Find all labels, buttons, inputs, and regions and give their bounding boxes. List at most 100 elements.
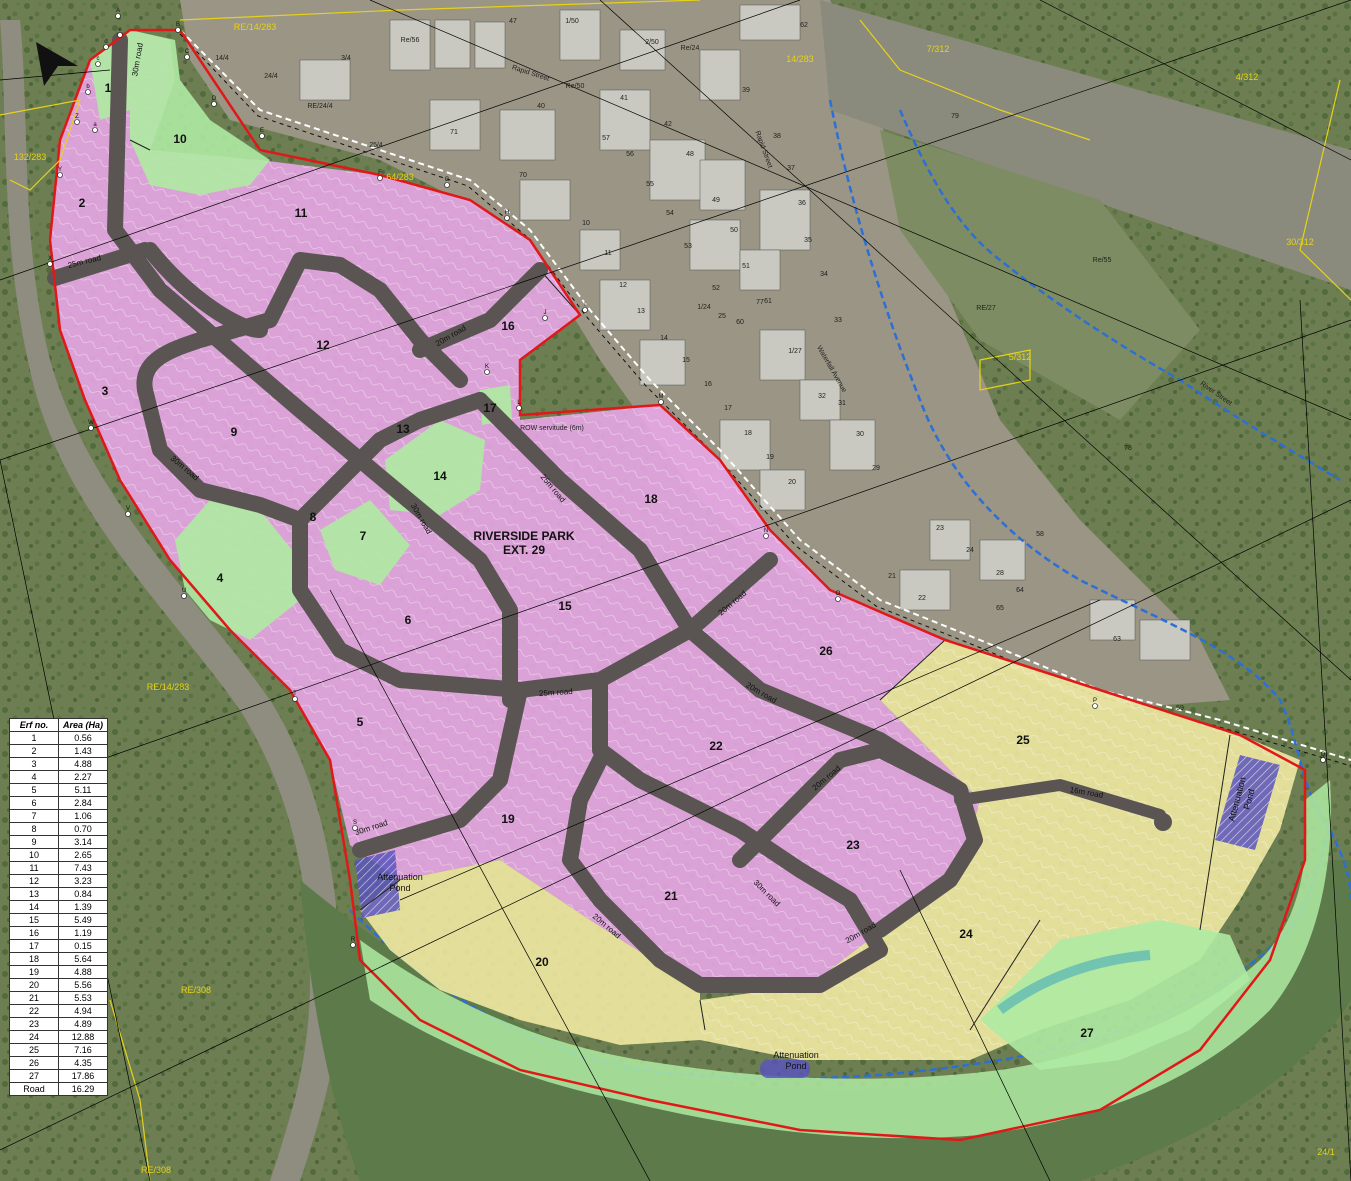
boundary-point-marker <box>350 942 356 948</box>
boundary-point-label: W <box>88 420 94 426</box>
erf-area-cell: 1.19 <box>58 926 108 940</box>
erf-label: 23 <box>846 838 860 852</box>
business-lot-label: 14/4 <box>215 55 229 62</box>
table-header: Area (Ha) <box>58 718 108 732</box>
boundary-point-label: E <box>260 128 264 134</box>
boundary-point-label: Q <box>1321 752 1326 758</box>
business-lot-label: 57 <box>602 135 610 142</box>
attenuation-pond-east-hatch <box>1215 755 1280 850</box>
erf-area-cell: 12.88 <box>58 1030 108 1044</box>
pond-label: Attenuation <box>377 872 423 882</box>
business-lot-label: 51 <box>742 263 750 270</box>
boundary-point-label: A <box>116 8 120 14</box>
road-label: 25m road <box>539 687 573 698</box>
boundary-point-marker <box>658 399 664 405</box>
erf-area-cell: 4.35 <box>58 1056 108 1070</box>
erf-area-cell: 2.84 <box>58 796 108 810</box>
boundary-point-marker <box>85 89 91 95</box>
erf-label: 5 <box>357 715 364 729</box>
business-lot-label: 61 <box>764 298 772 305</box>
boundary-point-label: P <box>1093 698 1097 704</box>
table-header-row: Erf no. Area (Ha) <box>9 718 108 732</box>
erf-label: 22 <box>709 739 723 753</box>
servitude-label: ROW servitude (6m) <box>520 425 584 432</box>
boundary-point-label: V <box>126 506 130 512</box>
business-lot-label: 25/4 <box>369 142 383 149</box>
cadastral-label: 7/312 <box>927 44 950 54</box>
erf-area-cell: 5.49 <box>58 913 108 927</box>
boundary-point-marker <box>211 101 217 107</box>
boundary-point-marker <box>117 32 123 38</box>
boundary-point-marker <box>292 696 298 702</box>
erf-label: 15 <box>558 599 572 613</box>
business-lot-label: 63 <box>1113 636 1121 643</box>
erf-number-cell: 24 <box>9 1030 59 1044</box>
cadastral-label: RE/14/283 <box>147 682 190 692</box>
erf-label: 9 <box>231 425 238 439</box>
railway-line <box>179 29 1351 761</box>
business-lot-label: 71 <box>450 129 458 136</box>
erf-number-cell: 2 <box>9 744 59 758</box>
erf-area-cell: 1.39 <box>58 900 108 914</box>
business-lot-label: 2/50 <box>645 39 659 46</box>
boundary-point-label: e <box>118 27 122 33</box>
business-lot-label: 70 <box>519 172 527 179</box>
business-lot-label: 1/24 <box>697 304 711 311</box>
site-boundary <box>48 28 1307 1142</box>
business-lot-label: 37 <box>787 165 795 172</box>
erf-label: 25 <box>1016 733 1030 747</box>
works-area <box>880 130 1200 420</box>
boundary-point-marker <box>74 119 80 125</box>
business-lot-label: 54 <box>666 210 674 217</box>
business-lot-label: 60 <box>736 319 744 326</box>
erf-area-cell: 2.27 <box>58 770 108 784</box>
business-lot-label: 50 <box>730 227 738 234</box>
erf-label: 19 <box>501 812 515 826</box>
business-lot-label: 25 <box>718 313 726 320</box>
parcels <box>50 30 1331 1139</box>
boundary-point-marker <box>88 425 94 431</box>
boundary-point-label: U <box>182 588 186 594</box>
erf-27-wetland <box>997 950 1151 1015</box>
business-lot-label: 59 <box>1176 705 1184 712</box>
erf-number-cell: 15 <box>9 913 59 927</box>
erf-number-cell: 27 <box>9 1069 59 1083</box>
business-lot-label: 78 <box>1124 445 1132 452</box>
erf-label: 18 <box>644 492 658 506</box>
business-lot-label: 41 <box>620 95 628 102</box>
erf-label: 26 <box>819 644 833 658</box>
erf-number-cell: 26 <box>9 1056 59 1070</box>
business-lot-label: 56 <box>626 151 634 158</box>
business-lot-label: 47 <box>509 18 517 25</box>
business-lot-label: 24 <box>966 547 974 554</box>
cadastral-label: 24/1 <box>1317 1147 1335 1157</box>
business-lot-label: 55 <box>646 181 654 188</box>
business-lot-label: 1/27 <box>788 348 802 355</box>
erf-label: 6 <box>405 613 412 627</box>
cul-de-sac <box>1154 813 1172 831</box>
erf-area-cell: 0.70 <box>58 822 108 836</box>
erf-label: 4 <box>217 571 224 585</box>
business-lot-label: 49 <box>712 197 720 204</box>
pond-label: Attenuation <box>773 1050 819 1060</box>
business-lot-label: 35 <box>804 237 812 244</box>
boundary-point-label: C <box>185 49 190 55</box>
boundary-point-label: B <box>176 22 180 28</box>
boundary-point-label: K <box>485 364 489 370</box>
business-zone-south <box>360 860 700 1045</box>
